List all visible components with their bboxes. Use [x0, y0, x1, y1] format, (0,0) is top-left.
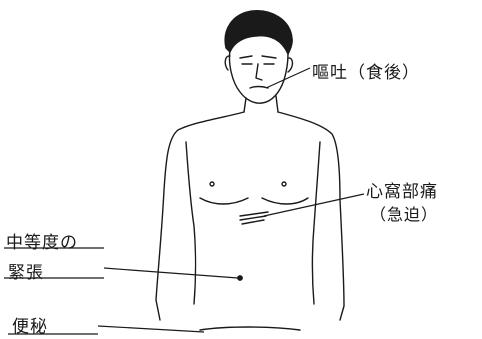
torso-outline-right — [278, 112, 344, 320]
label-vomiting: 嘔吐（食後） — [312, 58, 420, 83]
torso-outline-left — [156, 112, 244, 320]
chest-line-right — [262, 198, 308, 204]
head-outline — [229, 50, 288, 103]
chest-line — [200, 198, 248, 204]
label-constipation: 便秘 — [12, 312, 48, 337]
nose — [256, 64, 262, 80]
leader-constipation — [98, 326, 204, 332]
left-arm-inner — [186, 142, 196, 304]
epigastric-mark — [240, 212, 268, 224]
navel — [238, 276, 242, 280]
label-midline-tension-line2: 緊張 — [8, 258, 44, 283]
nipple-left — [210, 182, 214, 186]
neck-right — [276, 96, 278, 112]
waist-line — [200, 327, 300, 330]
leader-vomiting — [266, 68, 310, 88]
label-epigastric-pain: 心窩部痛 — [366, 177, 438, 202]
label-midline-tension-line1: 中等度の — [6, 228, 78, 253]
hair — [225, 11, 292, 54]
mouth — [250, 87, 268, 89]
neck-left — [244, 98, 246, 112]
nipple-right — [282, 182, 286, 186]
right-ear — [288, 58, 293, 72]
right-arm-inner — [313, 142, 321, 304]
right-eyebrow — [262, 56, 276, 58]
leader-epigastric — [264, 194, 364, 216]
left-eyebrow — [240, 56, 252, 58]
leader-midline — [104, 268, 238, 278]
label-epigastric-pain-note: （急迫） — [370, 201, 438, 225]
